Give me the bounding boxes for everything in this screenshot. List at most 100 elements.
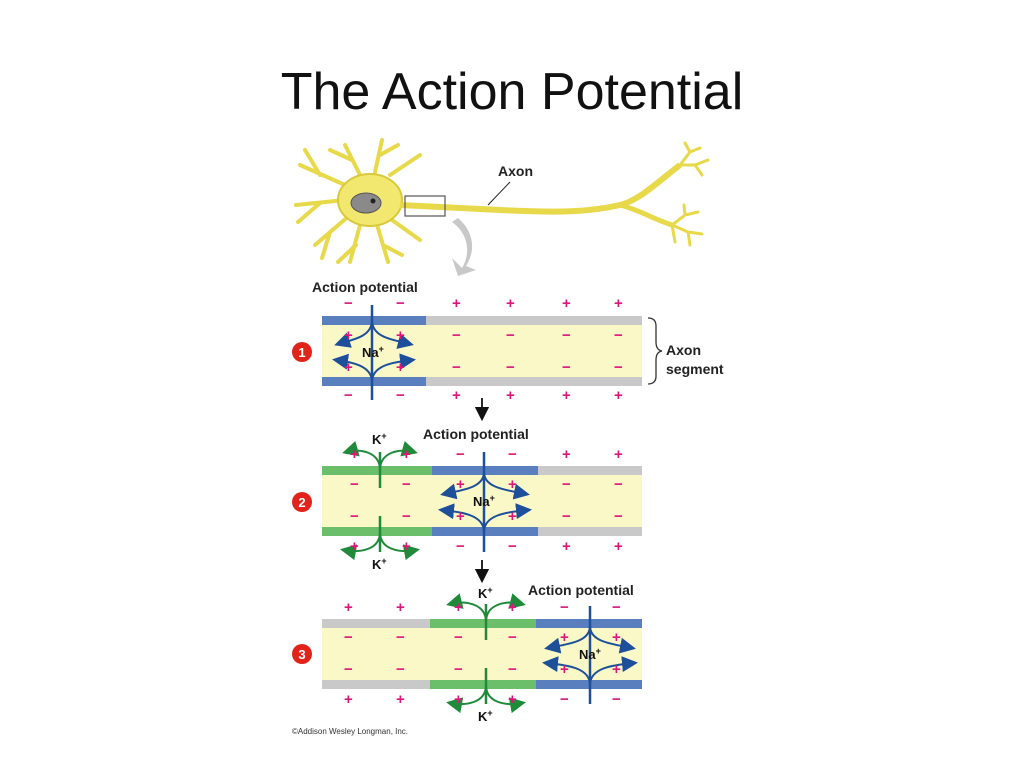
svg-text:−: − [562,508,571,525]
svg-text:−: − [562,476,571,493]
svg-text:−: − [614,327,623,344]
svg-text:−: − [456,446,465,463]
svg-text:−: − [506,359,515,376]
svg-text:−: − [344,295,353,312]
svg-text:−: − [562,327,571,344]
svg-text:+: + [402,446,411,463]
step-badge-2: 2 [298,495,305,510]
copyright-credit: ©Addison Wesley Longman, Inc. [292,727,408,736]
axon-segment-bracket [647,317,663,385]
neuron-diagram: Axon [294,138,710,276]
svg-text:+: + [396,599,405,616]
svg-text:+: + [612,629,621,646]
k-ion-label-bottom: K+ [372,556,387,572]
svg-text:+: + [560,661,569,678]
step-badge-1: 1 [298,345,305,360]
svg-text:+: + [456,508,465,525]
svg-text:+: + [454,691,463,708]
axon-label: Axon [498,163,533,179]
svg-text:+: + [562,538,571,555]
svg-text:−: − [454,629,463,646]
axon-segment-label-1: Axon [666,342,701,358]
svg-text:−: − [396,629,405,646]
svg-text:−: − [344,387,353,404]
svg-text:−: − [396,661,405,678]
panel-step-1: Action potential Na+ − − + + + + + + − −… [292,279,724,404]
svg-text:+: + [396,359,405,376]
svg-text:−: − [612,691,621,708]
svg-text:−: − [402,508,411,525]
panel-1-action-potential-label: Action potential [312,279,418,295]
axon-segment-label-2: segment [666,361,724,377]
svg-text:+: + [350,446,359,463]
svg-text:+: + [344,599,353,616]
svg-text:−: − [452,327,461,344]
svg-text:+: + [454,599,463,616]
k-ion-label-top-3: K+ [478,585,493,601]
svg-text:+: + [396,327,405,344]
svg-text:−: − [614,359,623,376]
svg-text:+: + [562,387,571,404]
svg-text:+: + [508,599,517,616]
svg-text:+: + [508,508,517,525]
svg-text:−: − [344,661,353,678]
svg-text:−: − [508,629,517,646]
svg-text:−: − [560,599,569,616]
svg-text:+: + [614,295,623,312]
step-badge-3: 3 [298,647,305,662]
svg-text:+: + [344,691,353,708]
panel-step-2: Action potential K+ K+ Na+ + + − − + + − [292,426,642,572]
svg-text:+: + [350,538,359,555]
svg-text:−: − [562,359,571,376]
dendrites [294,138,422,264]
svg-text:−: − [452,359,461,376]
panel-2-action-potential-label: Action potential [423,426,529,442]
svg-text:+: + [344,327,353,344]
slide-title: The Action Potential [280,63,744,121]
svg-text:−: − [350,476,359,493]
svg-text:−: − [350,508,359,525]
k-ion-label-top: K+ [372,431,387,447]
svg-text:+: + [456,476,465,493]
zoom-box [404,195,446,217]
svg-text:+: + [562,446,571,463]
svg-text:+: + [612,661,621,678]
svg-text:−: − [402,476,411,493]
svg-text:−: − [508,661,517,678]
k-ion-label-bottom-3: K+ [478,708,493,724]
axon-terminals [670,141,710,247]
svg-text:+: + [402,538,411,555]
svg-text:+: + [562,295,571,312]
svg-text:−: − [508,538,517,555]
svg-text:+: + [506,387,515,404]
svg-text:+: + [452,295,461,312]
svg-text:−: − [344,629,353,646]
svg-text:+: + [614,538,623,555]
na-ion-label: Na+ [362,344,384,360]
svg-text:−: − [454,661,463,678]
svg-text:−: − [396,387,405,404]
svg-text:−: − [560,691,569,708]
svg-text:−: − [508,446,517,463]
svg-text:+: + [508,691,517,708]
svg-text:−: − [506,327,515,344]
svg-text:+: + [506,295,515,312]
svg-text:−: − [612,599,621,616]
na-ion-label-2: Na+ [473,493,495,509]
svg-text:+: + [614,387,623,404]
svg-text:+: + [452,387,461,404]
svg-text:−: − [614,476,623,493]
svg-text:+: + [560,629,569,646]
na-ion-label-3: Na+ [579,646,601,662]
panel-step-3: Action potential K+ K+ Na+ + + + + − − − [292,582,642,724]
svg-text:−: − [456,538,465,555]
axon [399,162,682,215]
svg-text:+: + [344,359,353,376]
zoom-arrow [452,218,476,276]
svg-text:−: − [614,508,623,525]
svg-text:+: + [614,446,623,463]
nucleus [350,192,382,214]
svg-text:+: + [396,691,405,708]
panel-3-action-potential-label: Action potential [528,582,634,598]
